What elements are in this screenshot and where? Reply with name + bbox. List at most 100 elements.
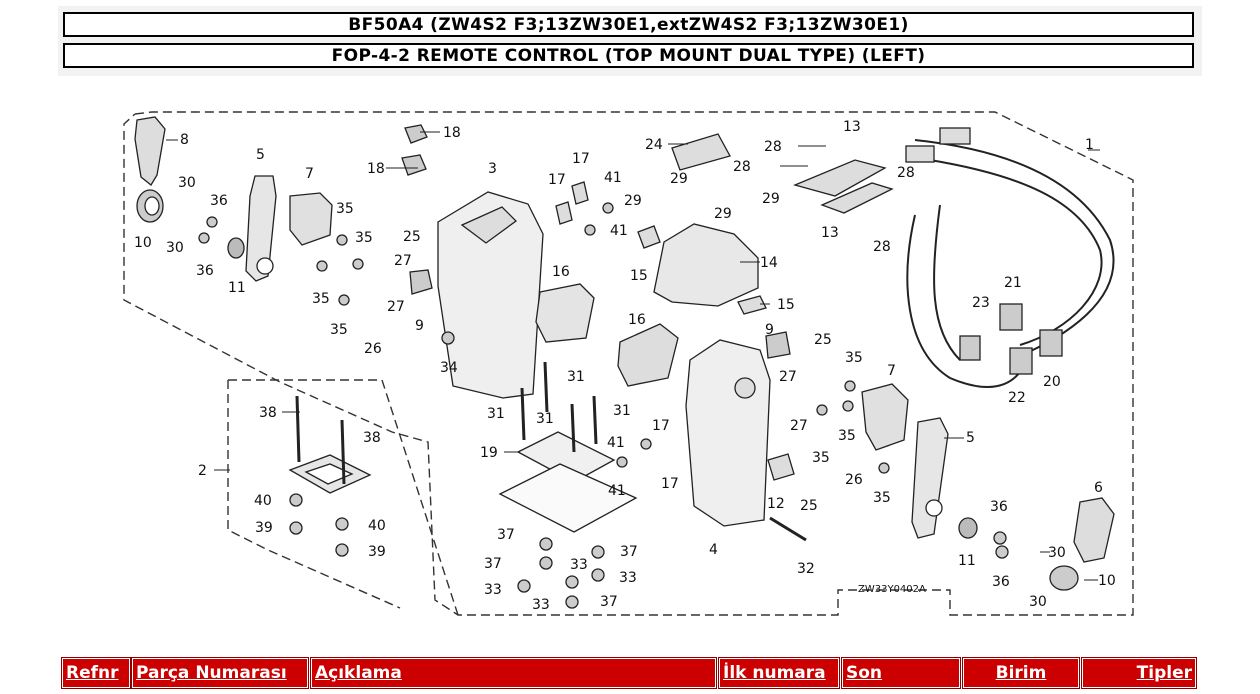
column-header-part-number[interactable]: Parça Numarası: [131, 657, 309, 689]
callout-27: 27: [779, 369, 797, 385]
callout-34: 34: [440, 360, 458, 376]
model-title: BF50A4 (ZW4S2 F3;13ZW30E1,extZW4S2 F3;13…: [63, 12, 1194, 37]
callout-29: 29: [714, 206, 732, 222]
callout-38: 38: [259, 405, 277, 421]
callout-30: 30: [1029, 594, 1047, 610]
callout-5: 5: [256, 147, 265, 163]
callout-35: 35: [873, 490, 891, 506]
callout-35: 35: [845, 350, 863, 366]
diagram-frame: [123, 111, 1134, 616]
callout-37: 37: [484, 556, 502, 572]
callout-27: 27: [387, 299, 405, 315]
callout-16: 16: [552, 264, 570, 280]
callout-35: 35: [336, 201, 354, 217]
callout-40: 40: [254, 493, 272, 509]
callout-27: 27: [790, 418, 808, 434]
callout-28: 28: [873, 239, 891, 255]
callout-18: 18: [367, 161, 385, 177]
callout-29: 29: [670, 171, 688, 187]
column-header-first-number[interactable]: İlk numara: [718, 657, 840, 689]
callout-10: 10: [134, 235, 152, 251]
callout-19: 19: [480, 445, 498, 461]
parts-line-art: [134, 116, 1115, 609]
callout-39: 39: [255, 520, 273, 536]
column-header-unit[interactable]: Birim: [962, 657, 1080, 689]
callout-22: 22: [1008, 390, 1026, 406]
column-header-last[interactable]: Son: [841, 657, 961, 689]
callout-25: 25: [814, 332, 832, 348]
callout-9: 9: [765, 322, 774, 338]
callout-13: 13: [821, 225, 839, 241]
callout-15: 15: [630, 268, 648, 284]
callout-31: 31: [536, 411, 554, 427]
callout-7: 7: [887, 363, 896, 379]
callout-8: 8: [180, 132, 189, 148]
column-header-types[interactable]: Tipler: [1081, 657, 1197, 689]
callout-28: 28: [897, 165, 915, 181]
callout-31: 31: [613, 403, 631, 419]
callout-41: 41: [610, 223, 628, 239]
callout-30: 30: [1048, 545, 1066, 561]
diagram-code: ZW33Y0402A: [858, 584, 926, 595]
column-header-refnr[interactable]: Refnr: [61, 657, 131, 689]
callout-30: 30: [166, 240, 184, 256]
callout-37: 37: [600, 594, 618, 610]
callout-33: 33: [619, 570, 637, 586]
callout-16: 16: [628, 312, 646, 328]
callout-35: 35: [838, 428, 856, 444]
callout-35: 35: [812, 450, 830, 466]
callout-35: 35: [355, 230, 373, 246]
callout-32: 32: [797, 561, 815, 577]
callout-33: 33: [570, 557, 588, 573]
callout-41: 41: [608, 483, 626, 499]
callout-3: 3: [488, 161, 497, 177]
callout-9: 9: [415, 318, 424, 334]
callout-15: 15: [777, 297, 795, 313]
callout-27: 27: [394, 253, 412, 269]
callout-21: 21: [1004, 275, 1022, 291]
callout-29: 29: [762, 191, 780, 207]
callout-10: 10: [1098, 573, 1116, 589]
callout-7: 7: [305, 166, 314, 182]
callout-41: 41: [604, 170, 622, 186]
callout-26: 26: [845, 472, 863, 488]
column-header-description[interactable]: Açıklama: [310, 657, 717, 689]
callout-24: 24: [645, 137, 663, 153]
callout-35: 35: [330, 322, 348, 338]
callout-36: 36: [992, 574, 1010, 590]
callout-35: 35: [312, 291, 330, 307]
callout-36: 36: [196, 263, 214, 279]
callout-14: 14: [760, 255, 778, 271]
callout-39: 39: [368, 544, 386, 560]
callout-17: 17: [572, 151, 590, 167]
callout-31: 31: [567, 369, 585, 385]
callout-23: 23: [972, 295, 990, 311]
callout-17: 17: [661, 476, 679, 492]
callout-6: 6: [1094, 480, 1103, 496]
callout-4: 4: [709, 542, 718, 558]
callout-12: 12: [767, 496, 785, 512]
callout-17: 17: [652, 418, 670, 434]
callout-11: 11: [228, 280, 246, 296]
callout-28: 28: [733, 159, 751, 175]
callout-28: 28: [764, 139, 782, 155]
callout-37: 37: [497, 527, 515, 543]
callout-25: 25: [403, 229, 421, 245]
callout-41: 41: [607, 435, 625, 451]
callout-30: 30: [178, 175, 196, 191]
callout-40: 40: [368, 518, 386, 534]
callout-36: 36: [990, 499, 1008, 515]
callout-labels: 8 10 30 30 36 36 11 5 7 35 35 35 35 25 2…: [134, 119, 1116, 613]
callout-25: 25: [800, 498, 818, 514]
parts-table-header: Refnr Parça Numarası Açıklama İlk numara…: [0, 657, 1260, 689]
callout-33: 33: [484, 582, 502, 598]
callout-2: 2: [198, 463, 207, 479]
section-title: FOP-4-2 REMOTE CONTROL (TOP MOUNT DUAL T…: [63, 43, 1194, 68]
callout-33: 33: [532, 597, 550, 613]
callout-18: 18: [443, 125, 461, 141]
callout-38: 38: [363, 430, 381, 446]
callout-13: 13: [843, 119, 861, 135]
callout-20: 20: [1043, 374, 1061, 390]
callout-36: 36: [210, 193, 228, 209]
callout-1: 1: [1085, 137, 1094, 153]
